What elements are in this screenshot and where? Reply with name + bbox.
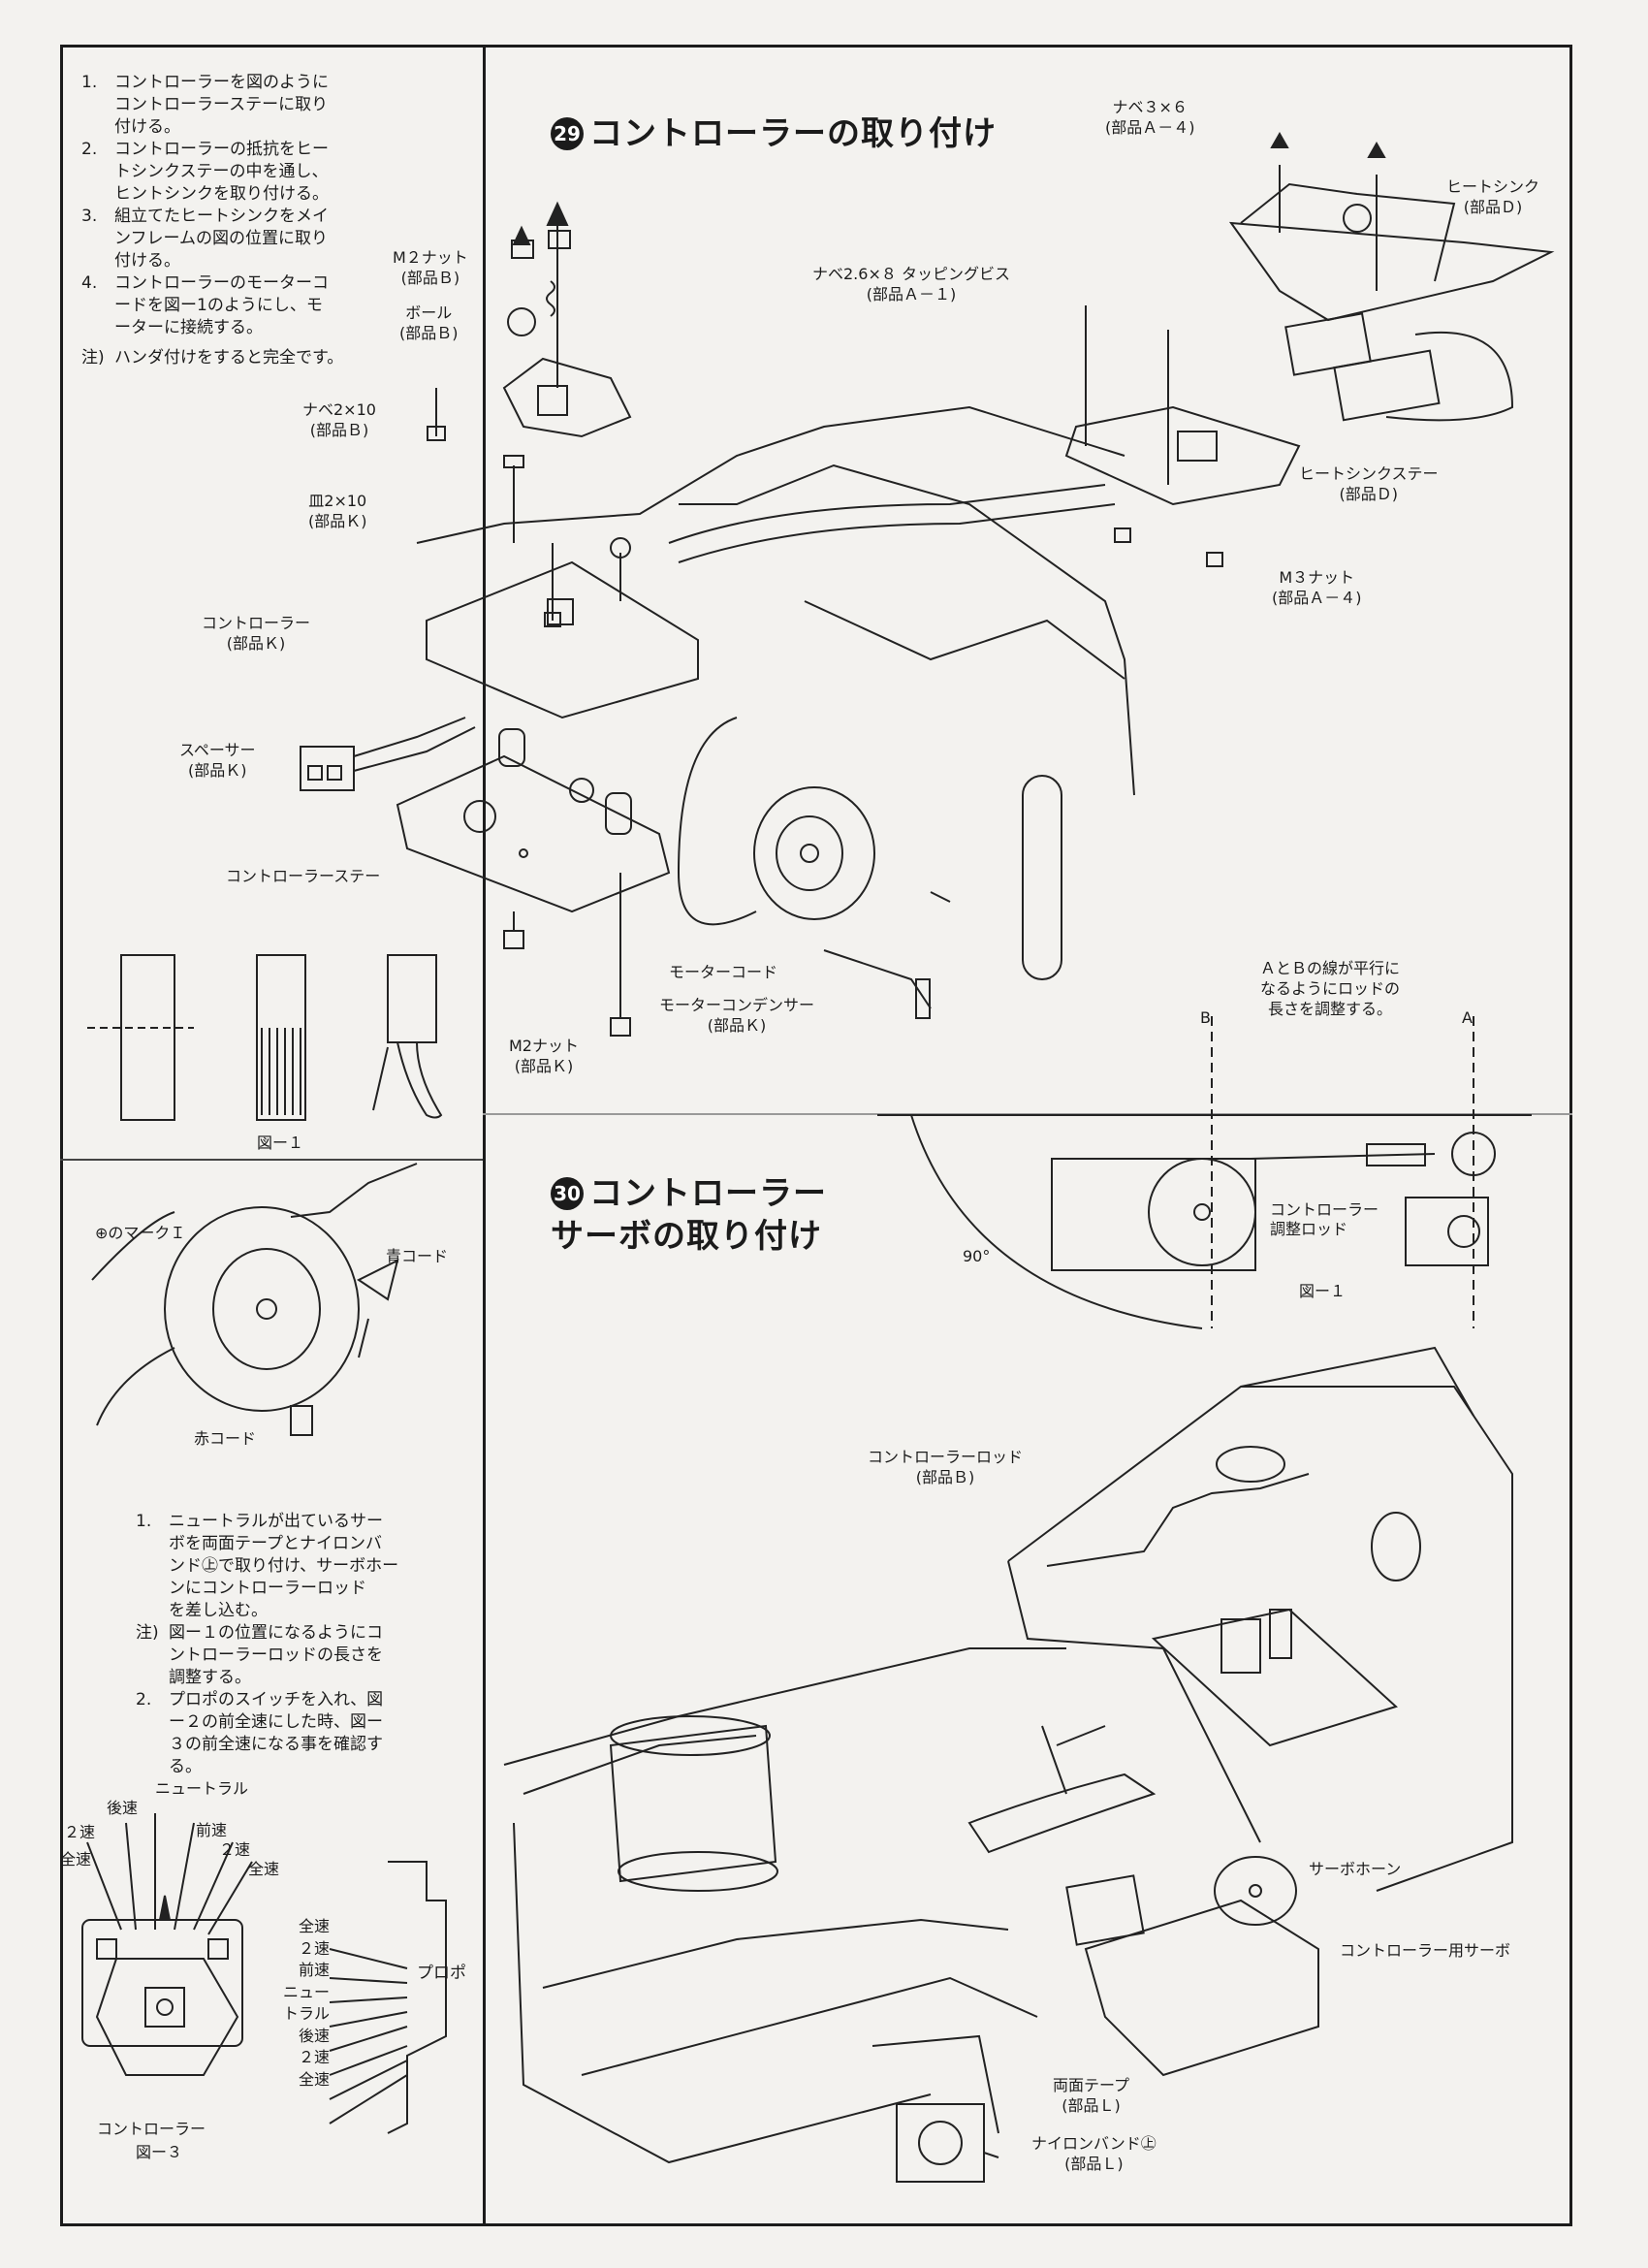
rod-adjust-figure — [877, 1016, 1532, 1328]
label-servo-horn: サーボホーン — [1309, 1860, 1402, 1878]
label-sara-2x10: 皿2×10 (部品Ｋ) — [308, 492, 367, 530]
label-m2-nut-k: M2ナット (部品Ｋ) — [509, 1037, 579, 1075]
fig3-full-a: 全速 — [60, 1850, 92, 1869]
step30-instructions: 1.ニュートラルが出ているサー ボを両面テープとナイロンバ ンド㊤で取り付け、サ… — [136, 1511, 465, 1778]
label-nabe-2x10: ナベ2×10 (部品Ｂ) — [302, 400, 376, 439]
switch-position: トラル — [282, 2004, 330, 2023]
label-heatsink: ヒートシンク (部品Ｄ) — [1446, 177, 1540, 216]
label-controller-k: コントローラー (部品Ｋ) — [202, 614, 311, 653]
fig3-second-b: ２速 — [219, 1840, 251, 1859]
step29-note: 注)ハンダ付けをすると完全です。 — [81, 348, 344, 367]
label-tapping-screw: ナベ2.6×８ タッピングビス (部品Ａ－１) — [812, 265, 1010, 303]
blue-cord-label: 青コード — [386, 1247, 449, 1265]
switch-position: 前速 — [298, 1961, 330, 1979]
fig1-note: ＡとＢの線が平行に なるようにロッドの 長さを調整する。 — [1260, 959, 1401, 1018]
fig3-forward: 前速 — [196, 1821, 228, 1839]
plus-mark-icon: ⊕ — [95, 1224, 109, 1242]
label-ball-b: ボール (部品Ｂ) — [399, 303, 459, 342]
controller-switch-figure — [82, 1813, 446, 2133]
label-m3-nut: M３ナット (部品Ａ－４) — [1272, 568, 1362, 607]
fig1-caption-30: 図ー１ — [1299, 1282, 1347, 1300]
instruction-item: 1.コントローラーを図のように コントローラーステーに取り 付ける。 — [81, 73, 329, 137]
fig3-rear: 後速 — [107, 1799, 139, 1817]
fig3-switch-positions: 全速 ２速 前速 ニュー トラル 後速 ２速 全速 — [252, 1916, 330, 2091]
label-controller-rod: コントローラーロッド (部品Ｂ) — [868, 1448, 1024, 1486]
red-cord-label: 赤コード — [194, 1429, 257, 1448]
step29-instructions: 1.コントローラーを図のように コントローラーステーに取り 付ける。 2.コント… — [81, 72, 347, 339]
switch-position: ニュー — [282, 1982, 330, 2001]
label-nabe-3x6: ナベ３×６ (部品Ａ－４) — [1105, 98, 1195, 137]
label-controller-servo: コントローラー用サーボ — [1340, 1941, 1511, 1960]
instruction-item: 注)図ー１の位置になるようにコ ントローラーロッドの長さを 調整する。 — [136, 1623, 383, 1687]
controller-exploded-drawing — [301, 204, 1134, 1036]
wire-strip-figure — [87, 955, 441, 1120]
fig3-propo: プロポ — [417, 1964, 466, 1983]
step-number-badge: 30 — [551, 1177, 584, 1210]
step-number-badge: 29 — [551, 117, 584, 150]
fig3-neutral: ニュートラル — [155, 1779, 249, 1798]
label-heatsink-stay: ヒートシンクステー (部品Ｄ) — [1299, 464, 1439, 503]
fig3-second-a: ２速 — [64, 1823, 96, 1841]
column-divider — [483, 45, 486, 2226]
instruction-item: 4.コントローラーのモーターコ ードを図ー1のようにし、モ ーターに接続する。 — [81, 273, 329, 337]
instruction-item: 2.プロポのスイッチを入れ、図 ー２の前全速にした時、図ー ３の前全速になる事を… — [136, 1690, 384, 1776]
switch-position: 後速 — [298, 2026, 330, 2045]
page-frame — [60, 45, 1572, 2226]
switch-position: ２速 — [298, 2048, 330, 2066]
label-m2-nut-b: M２ナット (部品Ｂ) — [393, 248, 468, 287]
label-motor-condenser: モーターコンデンサー (部品Ｋ) — [659, 996, 815, 1035]
rod-label: コントローラー 調整ロッド — [1270, 1200, 1379, 1238]
switch-position: 全速 — [298, 1917, 330, 1935]
label-motor-cord: モーターコード — [669, 963, 778, 981]
fig3-caption: 図ー３ — [136, 2143, 183, 2161]
instruction-item: 1.ニュートラルが出ているサー ボを両面テープとナイロンバ ンド㊤で取り付け、サ… — [136, 1512, 399, 1620]
label-controller-stay: コントローラーステー — [226, 867, 381, 885]
label-nylon-band: ナイロンバンド㊤ (部品Ｌ) — [1031, 2134, 1157, 2173]
switch-position: 全速 — [298, 2069, 330, 2089]
label-double-tape: 両面テープ (部品Ｌ) — [1053, 2076, 1130, 2115]
left-column-divider — [60, 1159, 483, 1161]
instruction-item: 2.コントローラーの抵抗をヒー トシンクステーの中を通し、 ヒントシンクを取り付… — [81, 140, 329, 204]
fig3-full-b: 全速 — [248, 1860, 280, 1878]
fig1-caption: 図ー１ — [257, 1134, 304, 1152]
plus-mark-label: ⊕のマークＩ — [95, 1224, 186, 1242]
label-a: A — [1462, 1008, 1473, 1027]
label-b: B — [1200, 1008, 1211, 1027]
servo-install-drawing — [504, 1348, 1512, 2182]
angle-label: 90° — [963, 1247, 991, 1265]
motor-cord-figure — [92, 1164, 417, 1435]
switch-position: ２速 — [298, 1938, 330, 1958]
fig3-controller-name: コントローラー — [97, 2120, 206, 2138]
heatsink-drawing — [1066, 134, 1551, 566]
label-spacer-k: スペーサー (部品Ｋ) — [179, 741, 256, 780]
instruction-item: 3.組立てたヒートシンクをメイ ンフレームの図の位置に取り 付ける。 — [81, 207, 329, 271]
